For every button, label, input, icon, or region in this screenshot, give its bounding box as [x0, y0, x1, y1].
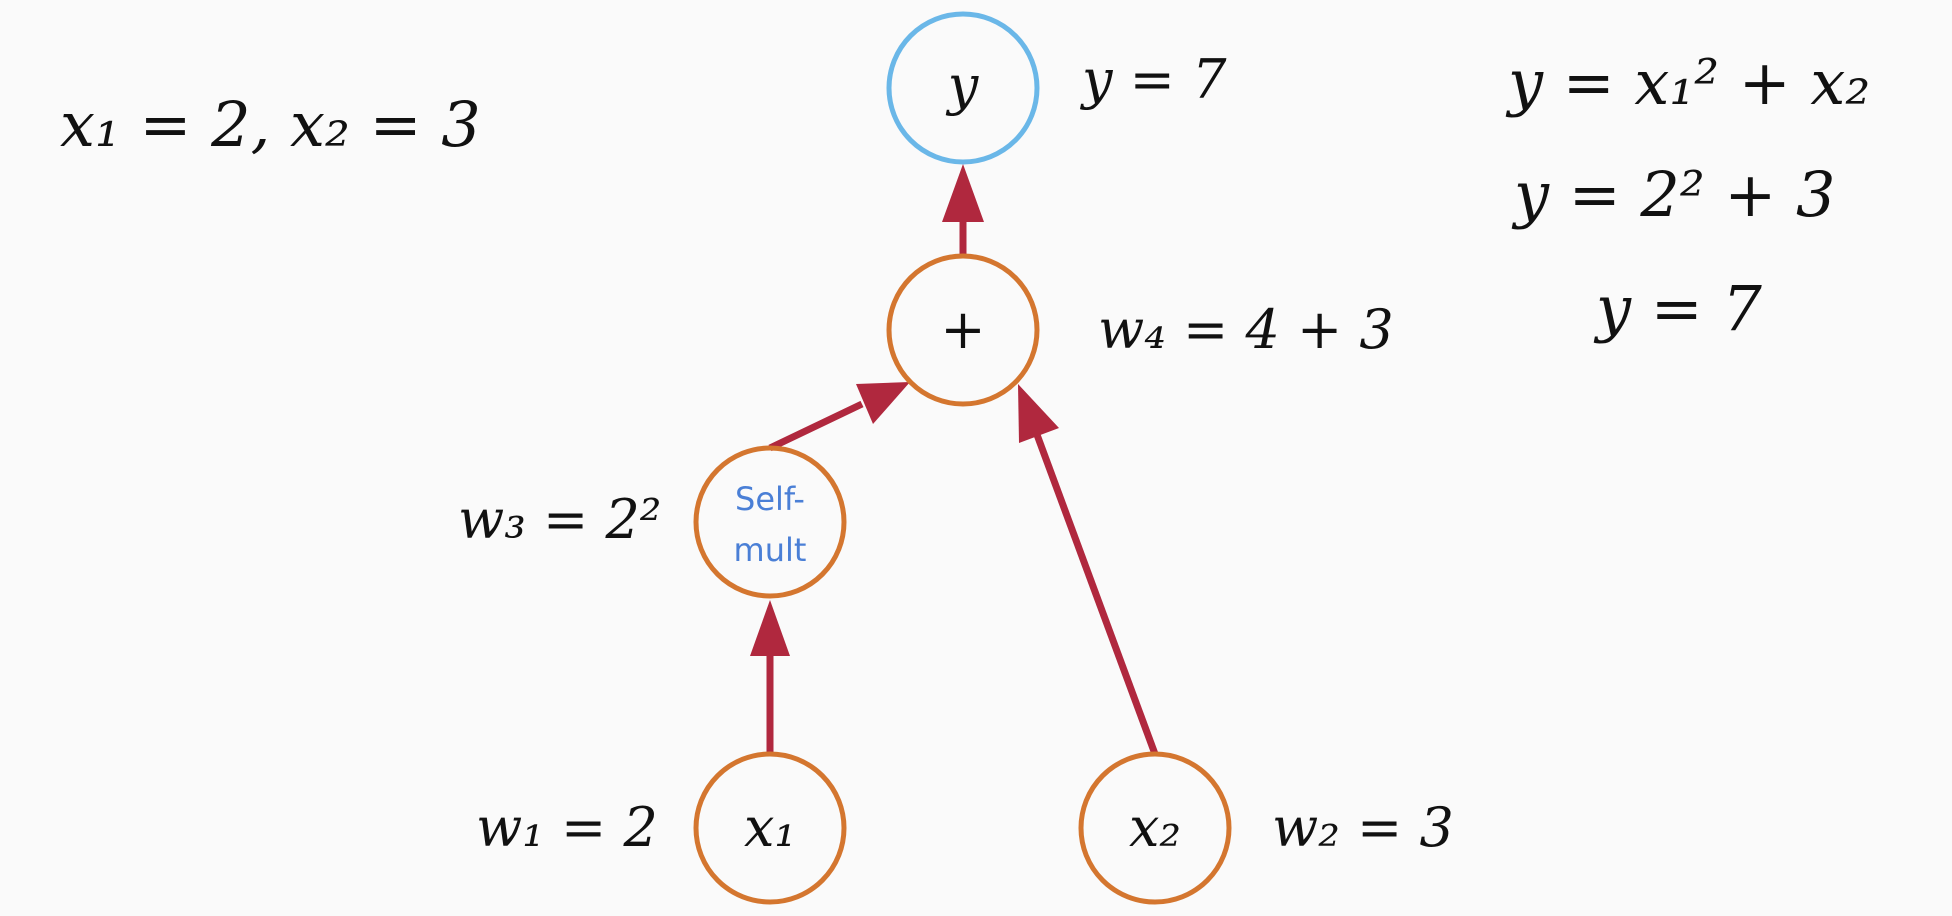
- label-y-value: y = 7: [1080, 48, 1227, 111]
- arrowhead-x1-to-selfmult: [750, 600, 790, 656]
- node-y-circle: [886, 11, 1040, 165]
- equation-line-2: y = 2² + 3: [1511, 158, 1836, 231]
- node-selfmult-circle: [693, 445, 847, 599]
- label-w2: w₂ = 3: [1272, 796, 1454, 859]
- node-selfmult-label-line2: mult: [734, 531, 807, 569]
- equation-line-1: y = x₁² + x₂: [1505, 46, 1870, 119]
- node-y: y: [886, 11, 1040, 165]
- node-plus-circle: [886, 253, 1040, 407]
- node-x1-circle: [693, 751, 847, 905]
- edge-x2-to-plus: [1032, 430, 1159, 756]
- inputs-line: x₁ = 2, x₂ = 3: [60, 88, 481, 161]
- equation-line-3: y = 7: [1593, 272, 1762, 345]
- label-w3: w₃ = 2²: [458, 488, 661, 551]
- edges: [750, 164, 1159, 756]
- label-w1: w₁ = 2: [476, 796, 658, 859]
- node-plus-label: +: [940, 298, 985, 361]
- arrowhead-x2-to-plus: [1018, 384, 1059, 443]
- arrowhead-selfmult-to-plus: [856, 382, 910, 424]
- node-x2: x₂: [1078, 751, 1232, 905]
- edge-selfmult-to-plus: [768, 400, 864, 452]
- node-plus: +: [886, 253, 1040, 407]
- arrowhead-plus-to-y: [942, 164, 984, 222]
- node-x1: x₁: [693, 751, 847, 905]
- node-x1-label: x₁: [744, 796, 796, 859]
- node-y-label: y: [946, 54, 980, 117]
- node-x2-label: x₂: [1129, 796, 1181, 859]
- node-x2-circle: [1078, 751, 1232, 905]
- label-w4: w₄ = 4 + 3: [1098, 298, 1394, 361]
- node-selfmult-label-line1: Self-: [735, 480, 805, 518]
- node-selfmult: Self- mult: [693, 445, 847, 599]
